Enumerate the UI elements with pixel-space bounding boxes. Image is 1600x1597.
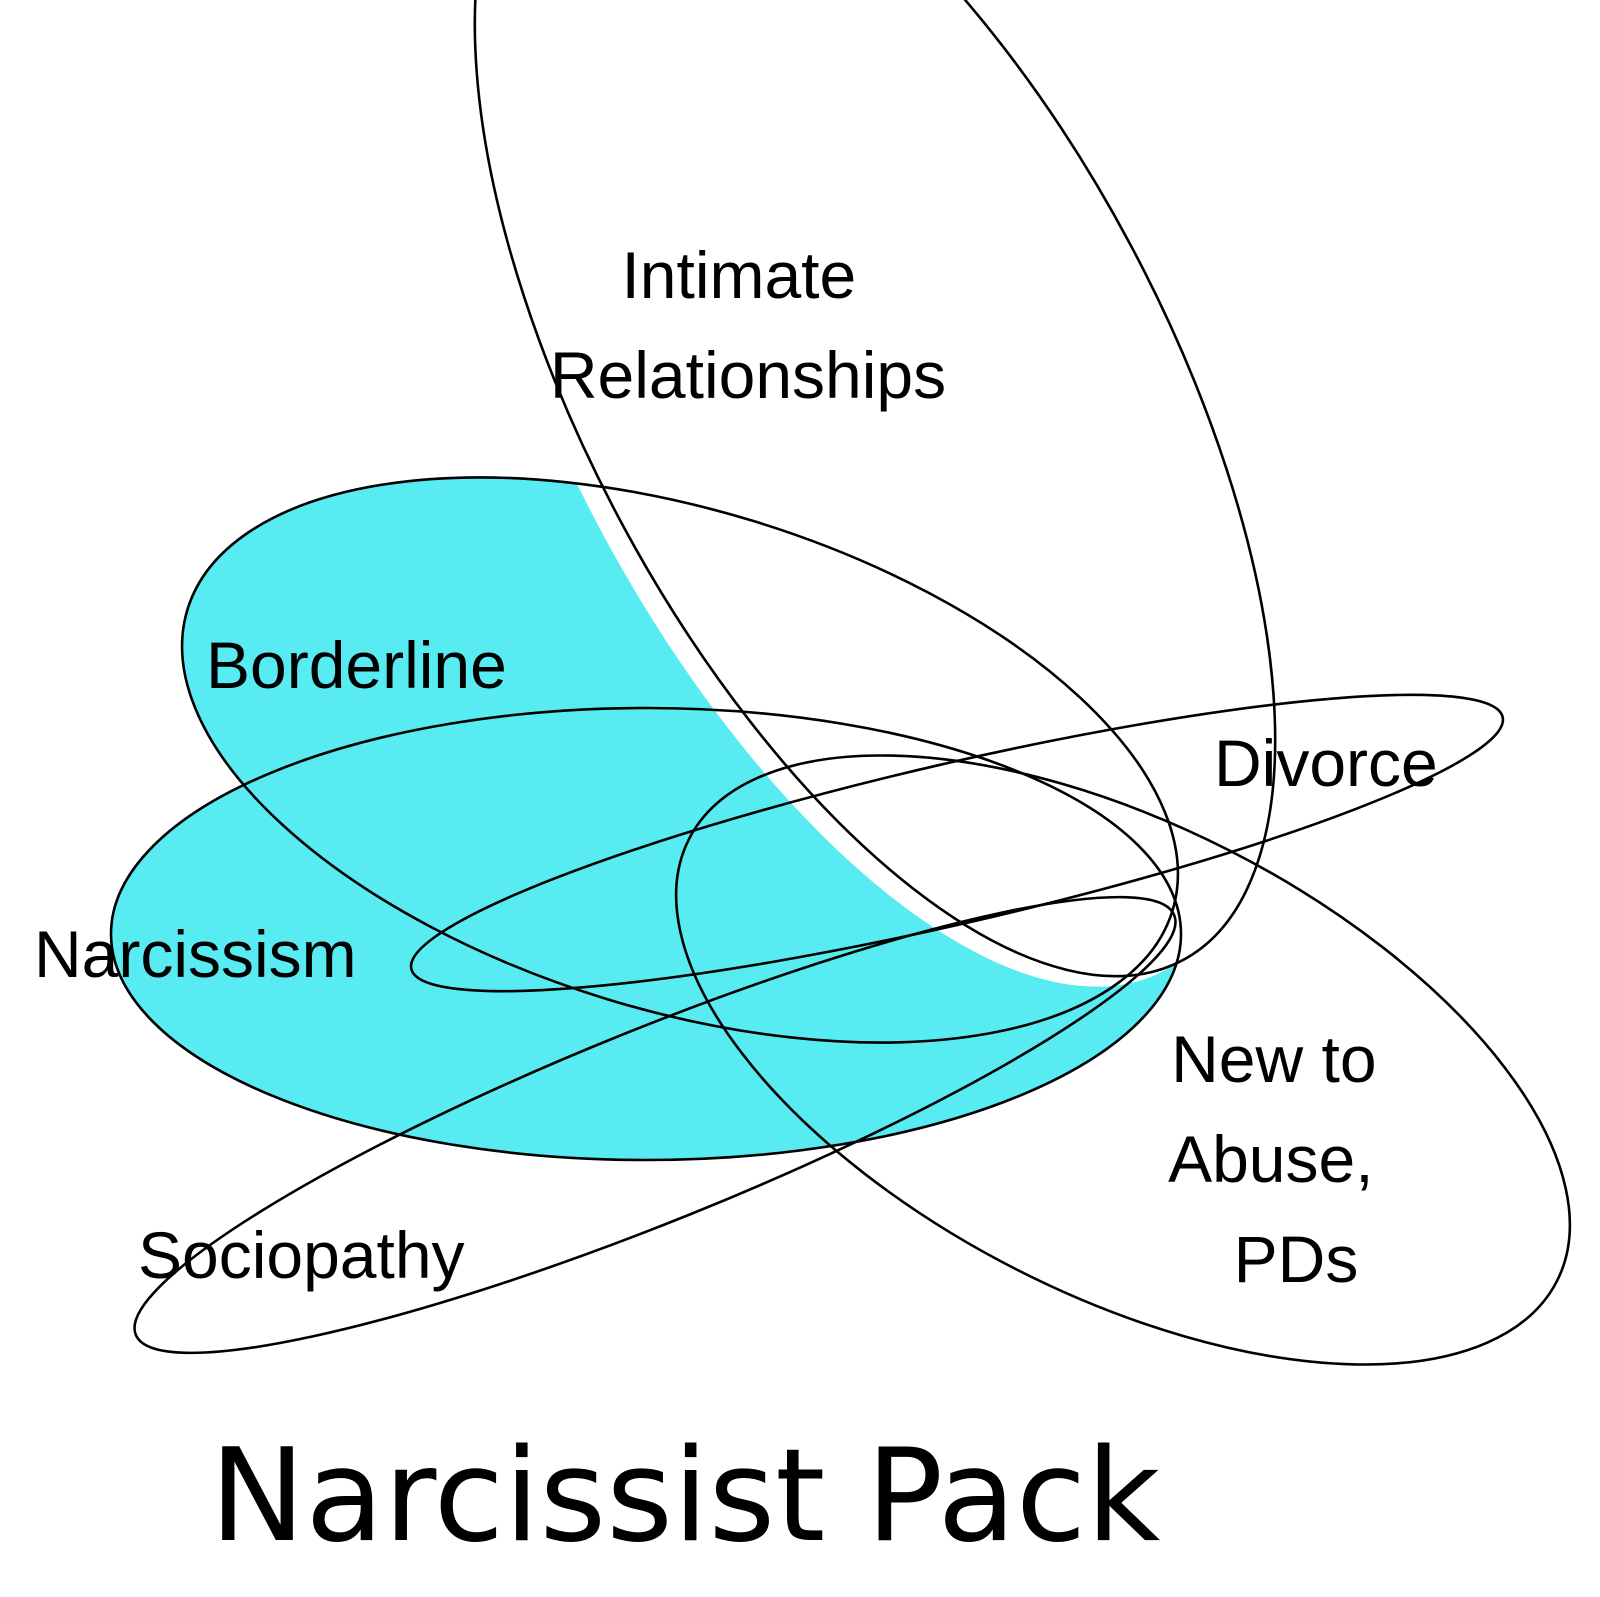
set-labels: Intimate Relationships Borderline Divorc… — [34, 238, 1438, 1296]
narcissism-ellipse — [109, 706, 1183, 1162]
sociopathy-ellipse — [133, 895, 1177, 1355]
new-to-abuse-ellipse — [674, 754, 1572, 1366]
narcissism-label: Narcissism — [34, 917, 357, 991]
borderline-label: Borderline — [206, 628, 507, 702]
divorce-label: Divorce — [1214, 726, 1438, 800]
new-to-abuse-label: New to Abuse, PDs — [1168, 1022, 1395, 1296]
intimate-relationships-label: Intimate Relationships — [550, 238, 946, 412]
sociopathy-label: Sociopathy — [138, 1218, 465, 1292]
divorce-ellipse — [409, 693, 1505, 993]
intimate-label-line-2: Relationships — [550, 338, 946, 412]
new-to-abuse-label-line-3: PDs — [1234, 1222, 1359, 1296]
intimate-label-line-1: Intimate — [621, 238, 856, 312]
diagram-title: Narcissist Pack — [210, 1422, 1161, 1571]
highlight-region — [111, 477, 1181, 1160]
new-to-abuse-label-line-1: New to — [1171, 1022, 1376, 1096]
new-to-abuse-label-line-2: Abuse, — [1168, 1122, 1373, 1196]
set-outlines — [109, 0, 1572, 1366]
intimate-relationships-ellipse — [473, 0, 1277, 978]
